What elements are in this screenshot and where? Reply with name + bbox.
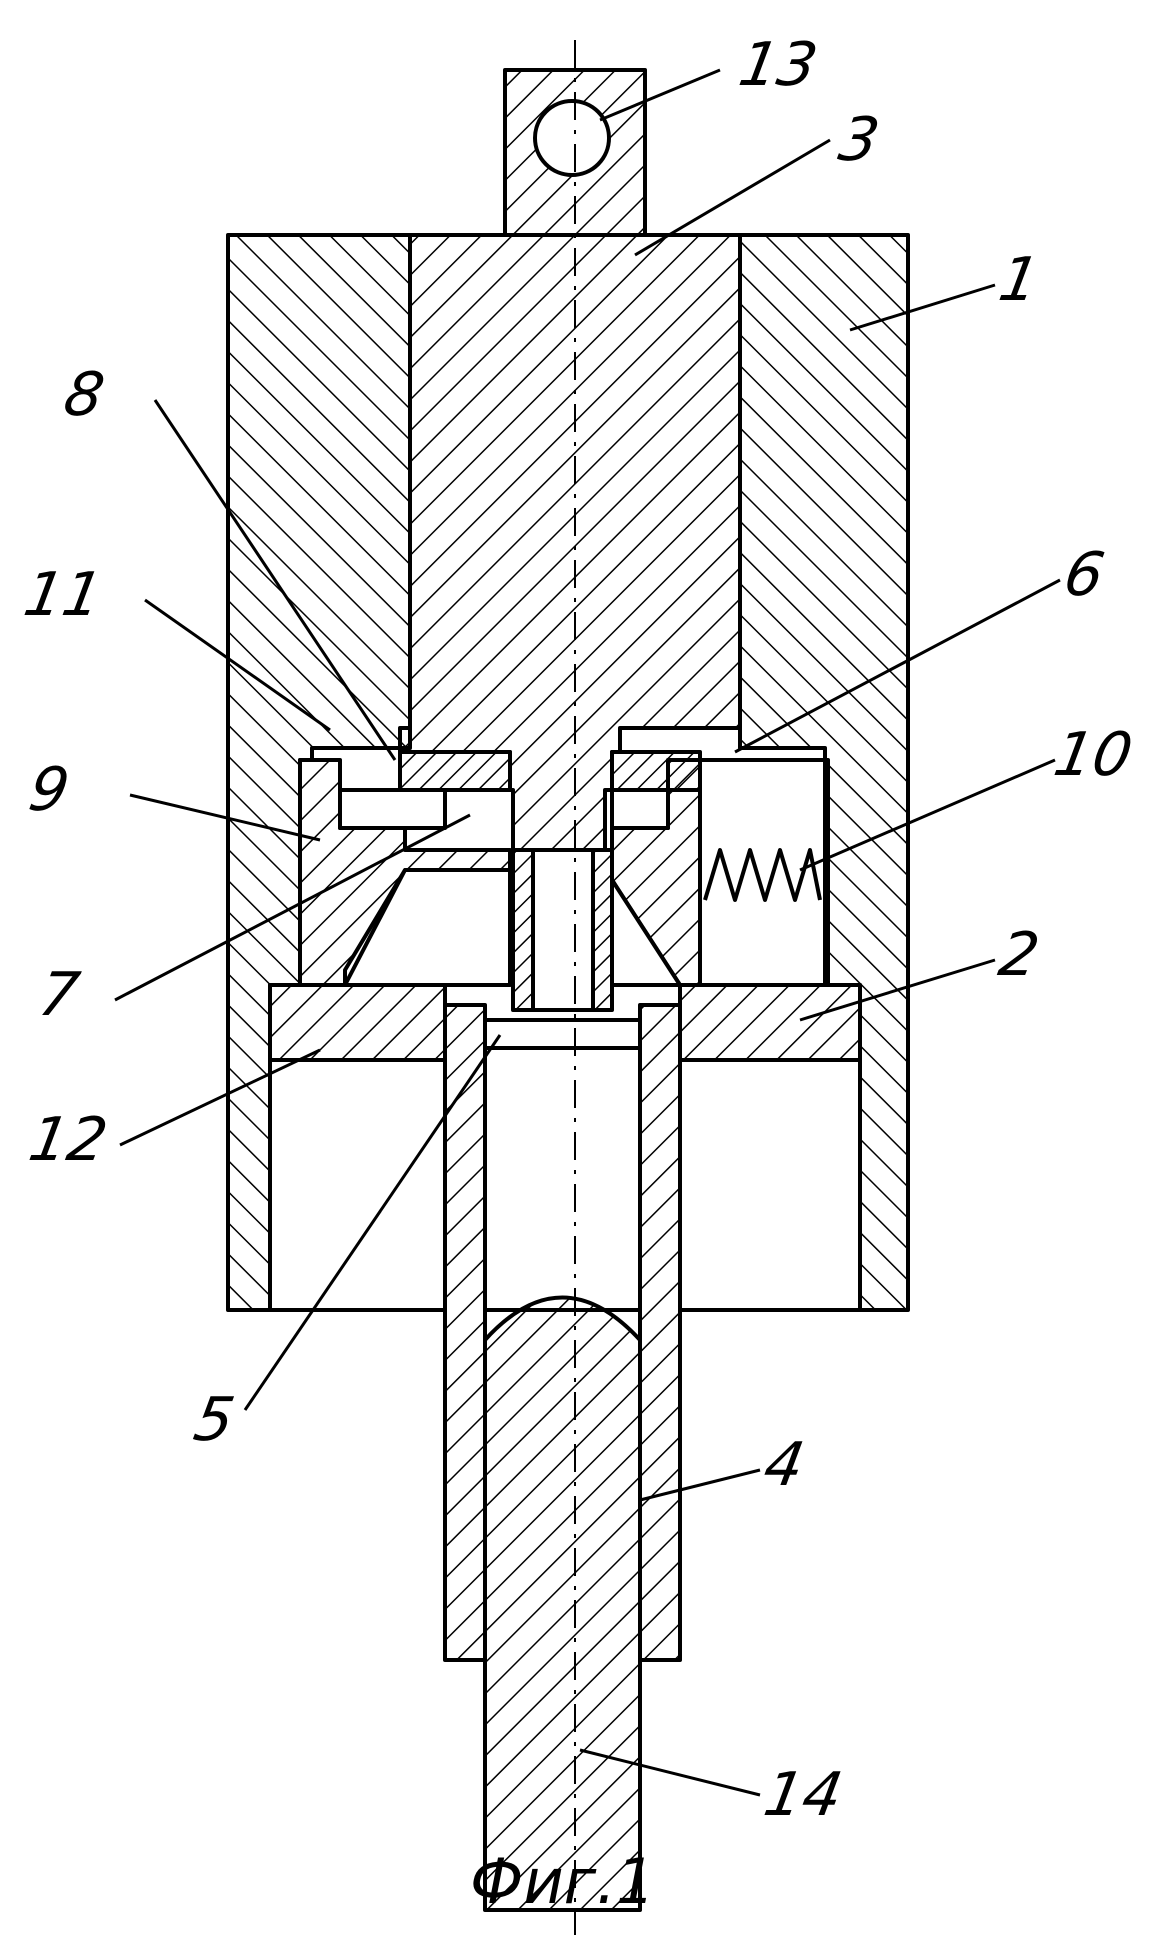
- plunger-part-3: [400, 70, 740, 850]
- callout-12: 12: [25, 1110, 112, 1170]
- callout-10: 10: [1050, 725, 1137, 785]
- callout-14: 14: [760, 1765, 847, 1825]
- center-post: [513, 850, 612, 1010]
- spring-part-10: [700, 760, 825, 985]
- rod-part-14: [485, 1298, 640, 1911]
- figure-caption: Фиг.1: [470, 1845, 655, 1918]
- callout-11: 11: [20, 565, 107, 625]
- callout-13: 13: [735, 35, 822, 95]
- washer-part-9: [340, 790, 668, 828]
